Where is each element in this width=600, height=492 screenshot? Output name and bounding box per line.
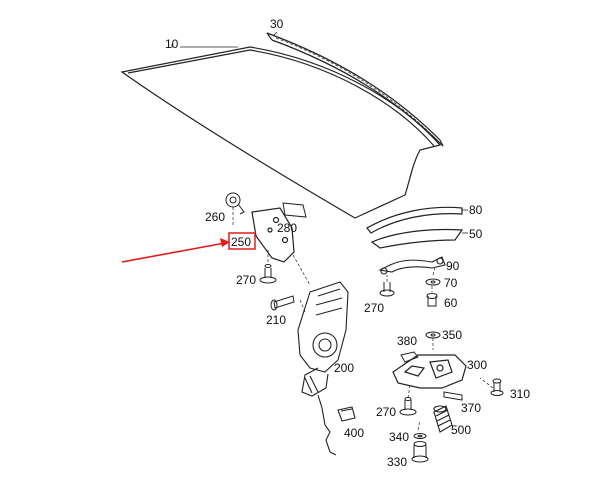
label-50: 50 <box>469 227 483 241</box>
part-270-bolt-left <box>259 264 277 284</box>
part-500-cylinder <box>433 405 453 433</box>
label-280: 280 <box>277 221 297 235</box>
part-330-bolt <box>411 441 429 463</box>
label-270-left: 270 <box>236 273 256 287</box>
part-270-bolt-lower <box>399 397 417 416</box>
part-380-clip <box>400 351 419 363</box>
part-60-bolt <box>426 293 438 307</box>
part-310-bolt <box>490 378 504 396</box>
part-210-bolt <box>270 295 295 311</box>
part-80-strip <box>366 206 463 234</box>
label-350: 350 <box>442 328 462 342</box>
label-10: 10 <box>165 37 179 51</box>
part-370-spring <box>443 391 463 401</box>
label-310: 310 <box>510 387 530 401</box>
part-260-bolt <box>225 192 245 215</box>
label-270-lower: 270 <box>376 405 396 419</box>
label-210: 210 <box>266 313 286 327</box>
part-70-washer <box>425 278 441 286</box>
part-250-plate <box>251 207 295 263</box>
part-50-strip <box>370 228 464 249</box>
callout-arrow-line <box>121 242 226 263</box>
label-250: 250 <box>231 235 251 249</box>
label-270-right: 270 <box>364 301 384 315</box>
label-380: 380 <box>397 334 417 348</box>
part-30-seal <box>266 32 444 147</box>
part-200-motor <box>297 281 349 456</box>
part-10-glass <box>120 46 442 219</box>
part-300-lock <box>392 354 467 389</box>
highlight-box <box>228 232 256 250</box>
label-90: 90 <box>446 259 460 273</box>
label-70: 70 <box>444 276 458 290</box>
label-300: 300 <box>467 358 487 372</box>
label-200: 200 <box>334 361 354 375</box>
label-60: 60 <box>444 296 458 310</box>
part-350-washer <box>425 331 441 339</box>
label-260: 260 <box>205 210 225 224</box>
part-90-bracket <box>378 256 446 275</box>
label-330: 330 <box>387 455 407 469</box>
part-270-bolt-right <box>379 282 395 297</box>
label-500: 500 <box>451 423 471 437</box>
label-30: 30 <box>270 17 284 31</box>
part-340-washer <box>413 433 427 439</box>
part-400-clip <box>337 406 356 422</box>
assembly-leaders <box>232 207 494 431</box>
part-280-pad <box>282 202 307 218</box>
label-340: 340 <box>389 430 409 444</box>
label-80: 80 <box>469 203 483 217</box>
callout-arrowhead <box>220 238 230 247</box>
label-370: 370 <box>461 401 481 415</box>
label-400: 400 <box>344 426 364 440</box>
